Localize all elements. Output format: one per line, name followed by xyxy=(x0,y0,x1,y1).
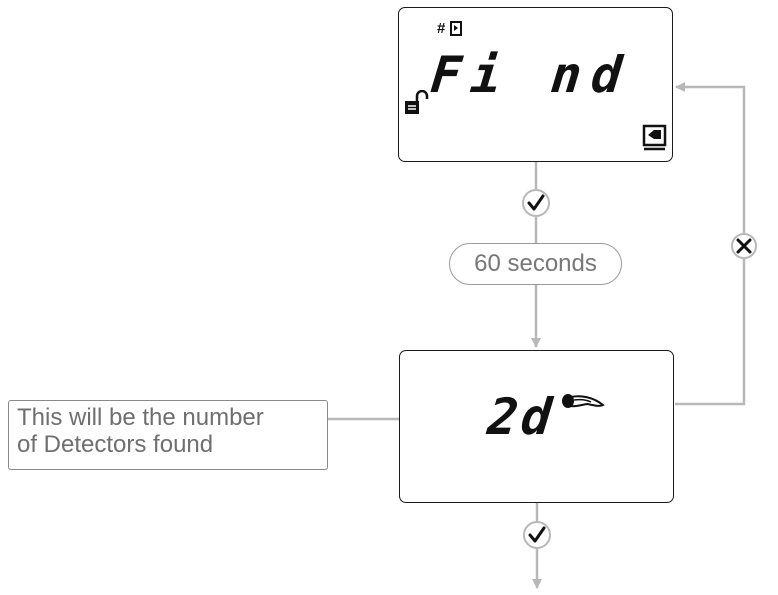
timer-pill: 60 seconds xyxy=(449,243,622,285)
find-readout: Fi nd xyxy=(427,46,635,104)
detector-count-callout: This will be the number of Detectors fou… xyxy=(8,400,328,470)
pointing-hand-icon xyxy=(562,394,605,408)
detector-icon xyxy=(450,21,462,36)
hash-label: # xyxy=(437,20,446,37)
bottom-lcd-display: 2d xyxy=(399,350,674,503)
detector-count-readout: 2d xyxy=(484,388,558,446)
top-lcd-display: # Fi nd xyxy=(398,7,673,162)
callout-line-2: of Detectors found xyxy=(17,431,214,458)
check-icon xyxy=(523,521,551,549)
lock-open-icon xyxy=(405,90,429,114)
screen-return-icon xyxy=(642,124,667,151)
cross-icon xyxy=(731,233,757,259)
check-icon xyxy=(522,189,550,217)
callout-line-1: This will be the number xyxy=(17,404,264,431)
